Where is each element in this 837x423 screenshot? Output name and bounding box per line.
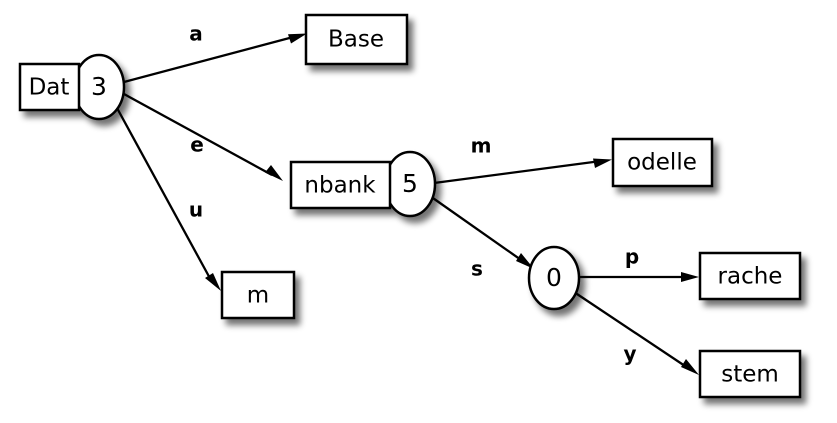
edge-nbank5-odelle: m (433, 134, 612, 185)
edge-line-a (123, 34, 298, 84)
node-odelle-rect[interactable] (611, 137, 714, 188)
arrowhead-p (681, 272, 699, 282)
edge-label-u: u (189, 198, 203, 222)
edge-line-u (115, 107, 214, 283)
edge-line-m (433, 159, 602, 185)
node-base-label: Base (328, 27, 384, 53)
node-dat3-ellipse-label: 3 (91, 72, 107, 101)
node-rache-rect[interactable] (698, 251, 802, 301)
arrowhead-s (516, 253, 534, 269)
edge-zero-rache: p (578, 245, 699, 282)
node-rache-label: rache (718, 264, 783, 290)
edge-label-e: e (190, 133, 204, 157)
edge-label-a: a (189, 22, 203, 46)
node-m[interactable]: m (220, 270, 296, 320)
edge-zero-stem: y (573, 291, 699, 375)
node-dat3-box-label: Dat (29, 75, 70, 101)
node-m-label: m (247, 283, 269, 309)
node-nbank5-box-label: nbank (304, 173, 376, 199)
arrowhead-e (265, 165, 283, 181)
edge-label-s: s (471, 257, 483, 281)
node-zero-ellipse[interactable] (527, 245, 581, 311)
edge-line-s (429, 195, 525, 263)
edge-line-y (573, 291, 689, 369)
node-dat3[interactable]: Dat 3 (18, 53, 126, 121)
node-m-rect[interactable] (220, 270, 296, 320)
arrowhead-a (288, 33, 307, 44)
node-dat3-rect[interactable] (18, 62, 81, 112)
arrowhead-m (593, 158, 612, 168)
edge-label-m: m (471, 134, 492, 158)
arrowhead-y (681, 359, 699, 375)
arrowhead-u (205, 273, 221, 291)
node-nbank5[interactable]: nbank 5 (289, 150, 437, 218)
node-rache[interactable]: rache (698, 251, 802, 301)
edge-label-y: y (623, 342, 636, 366)
node-base[interactable]: Base (304, 13, 409, 66)
node-zero-label: 0 (546, 263, 562, 292)
node-nbank5-ellipse-label: 5 (402, 169, 418, 198)
node-stem[interactable]: stem (698, 349, 802, 399)
node-stem-rect[interactable] (698, 349, 802, 399)
node-odelle[interactable]: odelle (611, 137, 714, 188)
edge-dat3-base: a (123, 22, 307, 84)
edge-dat3-m: u (115, 107, 221, 291)
edge-label-p: p (625, 245, 639, 269)
node-nbank5-rect[interactable] (289, 160, 392, 210)
node-stem-label: stem (721, 362, 779, 388)
node-odelle-label: odelle (627, 150, 697, 176)
edge-line-e (123, 92, 273, 177)
node-base-rect[interactable] (304, 13, 409, 66)
edge-nbank5-zero: s (429, 195, 534, 281)
edge-dat3-nbank5: e (123, 92, 283, 181)
node-zero[interactable]: 0 (527, 245, 581, 311)
